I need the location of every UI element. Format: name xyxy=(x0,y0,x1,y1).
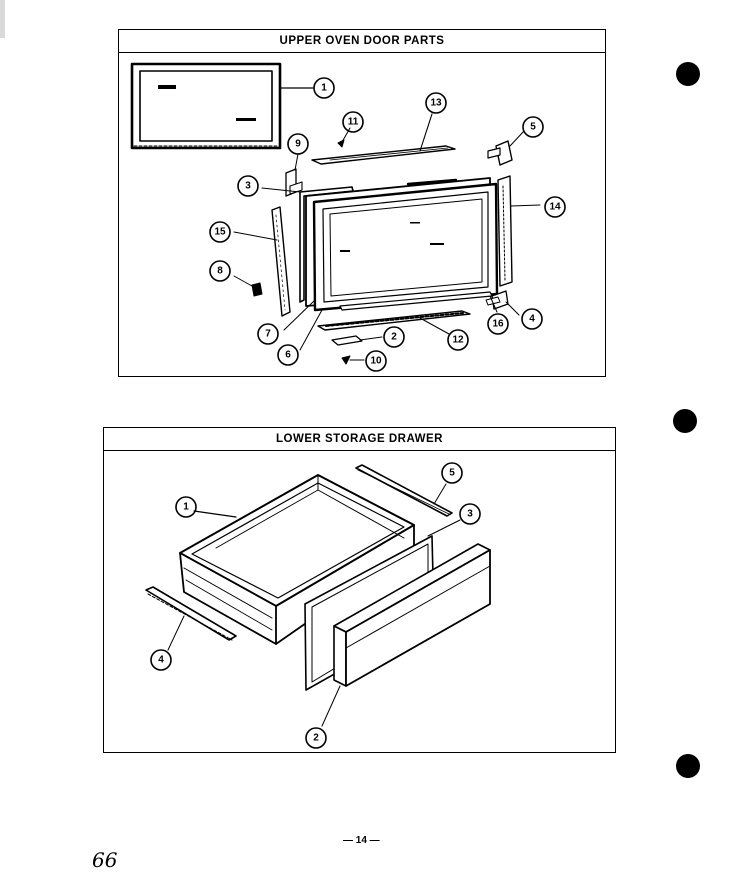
callout-upper-13: 13 xyxy=(430,98,442,109)
part-gasket-3 xyxy=(261,186,354,303)
callout-upper-4: 4 xyxy=(529,314,535,325)
part-right-strip-14 xyxy=(497,175,541,287)
upper-panel-title: UPPER OVEN DOOR PARTS xyxy=(119,30,605,53)
part-drawer-tub xyxy=(179,474,415,645)
punch-hole-middle xyxy=(673,409,697,433)
part-door-assembly xyxy=(130,62,314,150)
lower-panel-title: LOWER STORAGE DRAWER xyxy=(104,428,615,451)
scan-edge-mark xyxy=(0,0,5,38)
part-rail-5 xyxy=(355,464,453,517)
callout-upper-12: 12 xyxy=(452,335,464,346)
callout-upper-9: 9 xyxy=(295,139,301,150)
punch-hole-bottom xyxy=(676,754,700,778)
handwritten-note: 66 xyxy=(92,848,118,872)
callout-lower-3: 3 xyxy=(467,509,473,520)
part-top-trim xyxy=(311,113,456,165)
part-frame-6 xyxy=(283,178,499,351)
callout-upper-16: 16 xyxy=(492,319,504,330)
callout-lower-4: 4 xyxy=(158,655,164,666)
part-vent-strip-12 xyxy=(317,310,471,335)
part-slide-rail-4 xyxy=(145,586,237,651)
callout-upper-1: 1 xyxy=(321,83,327,94)
part-hinge-4 xyxy=(485,290,520,316)
callout-upper-7: 7 xyxy=(265,329,271,340)
callout-upper-2: 2 xyxy=(391,332,397,343)
callout-upper-14: 14 xyxy=(549,202,561,213)
callout-upper-8: 8 xyxy=(217,266,223,277)
callout-upper-15: 15 xyxy=(214,227,226,238)
callout-lower-1: 1 xyxy=(183,502,189,513)
punch-hole-top xyxy=(676,62,700,86)
page-number: — 14 — xyxy=(343,835,380,846)
part-screw-10 xyxy=(341,355,365,365)
part-hinge-5 xyxy=(487,130,525,166)
callout-lower-2: 2 xyxy=(313,733,319,744)
part-clip-8 xyxy=(233,275,263,297)
part-bracket-9 xyxy=(285,153,303,197)
part-clip-plate-2 xyxy=(331,335,383,346)
callout-upper-11: 11 xyxy=(348,117,359,128)
callout-lower-5: 5 xyxy=(449,468,455,479)
callout-upper-10: 10 xyxy=(370,356,382,367)
callout-upper-6: 6 xyxy=(285,350,291,361)
part-bottom-trim-16 xyxy=(339,291,498,313)
callout-upper-5: 5 xyxy=(530,122,536,133)
part-front-facing-2 xyxy=(321,543,491,727)
callout-upper-3: 3 xyxy=(245,181,251,192)
part-left-strip-15 xyxy=(233,206,291,317)
